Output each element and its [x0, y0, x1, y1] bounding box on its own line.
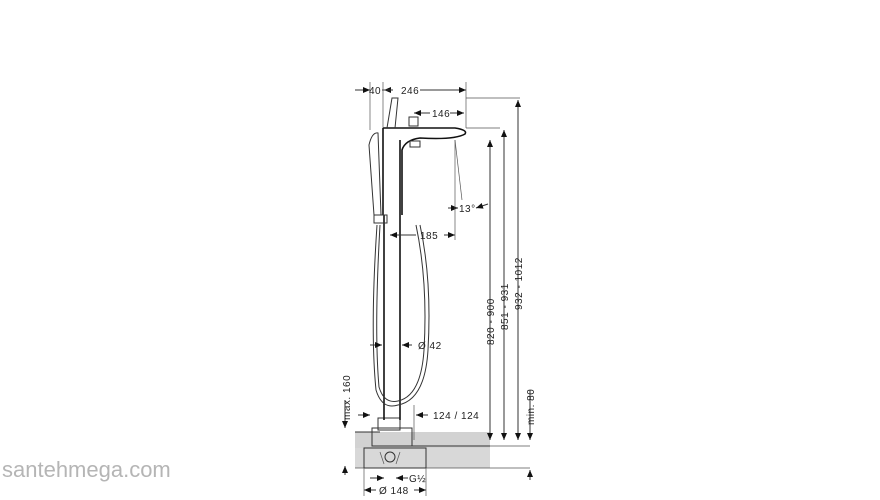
- mixer-column: [382, 97, 467, 420]
- dim-max-160: max. 160: [342, 375, 353, 420]
- floor-section: [355, 431, 530, 469]
- dimension-labels: 40 246 146 13° 185 Ø 42 124 / 124 max. 1…: [342, 86, 537, 497]
- dim-246: 246: [401, 86, 419, 97]
- dim-146: 146: [432, 109, 450, 120]
- mixer-base: [363, 417, 427, 469]
- dim-185: 185: [420, 231, 438, 242]
- dimension-lines: [342, 82, 533, 496]
- watermark: santehmega.com: [2, 457, 171, 482]
- dim-820-900: 820 - 900: [486, 298, 497, 345]
- dim-851-931: 851 - 931: [500, 283, 511, 330]
- dim-g-half: G½: [409, 474, 426, 485]
- dim-min-80: min. 80: [526, 389, 537, 425]
- dim-diameter-42: Ø 42: [418, 341, 442, 352]
- dim-diameter-148: Ø 148: [379, 486, 409, 497]
- dim-13-angle: 13°: [459, 204, 476, 215]
- dim-932-1012: 932 - 1012: [514, 257, 525, 310]
- hand-shower: [368, 132, 430, 407]
- dim-40: 40: [369, 86, 381, 97]
- dim-124: 124 / 124: [433, 411, 479, 422]
